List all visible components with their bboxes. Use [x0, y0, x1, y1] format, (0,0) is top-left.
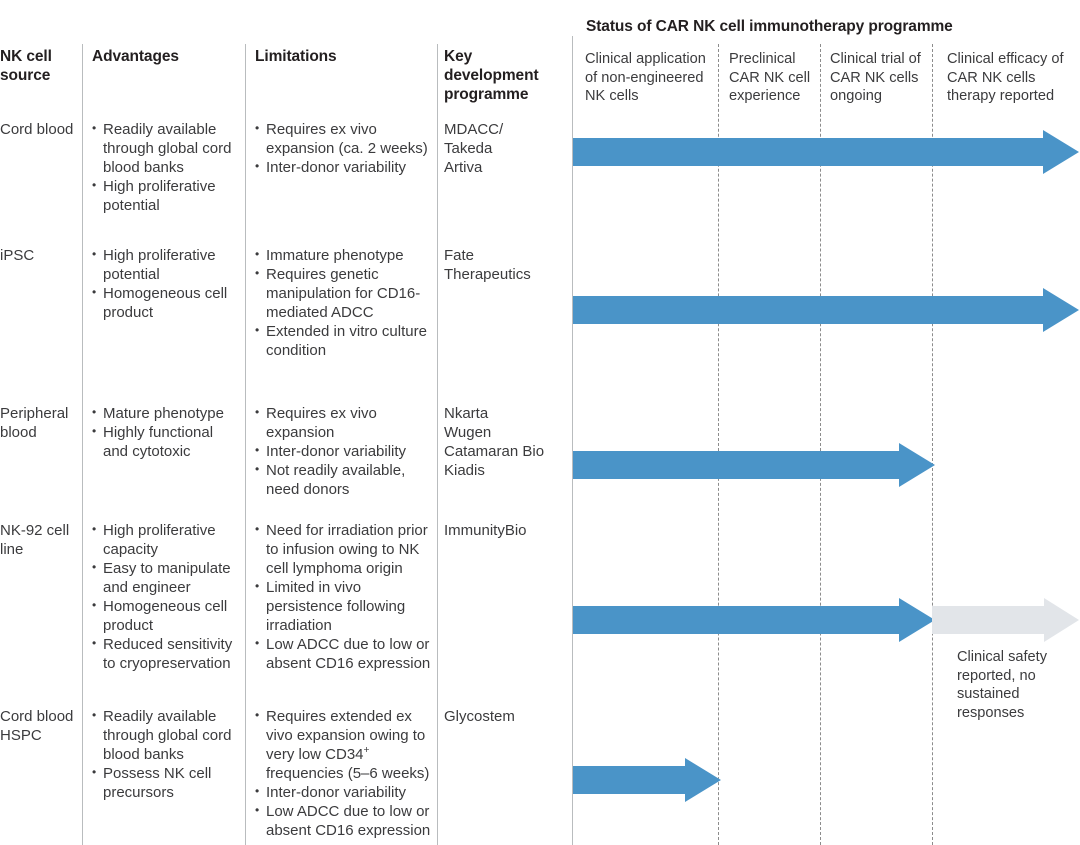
row-programme-cord-blood-hspc: Glycostem [444, 707, 572, 726]
list-item: High proliferative potential [92, 176, 242, 215]
row-source-cord-blood: Cord blood [0, 121, 74, 138]
list-item: Readily available through global cord bl… [92, 706, 247, 764]
list-item: Requires ex vivo expansion (ca. 2 weeks) [255, 119, 435, 158]
list-item: Not readily available, need donors [255, 460, 437, 499]
row-limitations-peripheral-blood: Requires ex vivo expansion Inter-donor v… [255, 403, 437, 499]
column-divider-1 [82, 44, 83, 845]
list-item: Possess NK cell precursors [92, 763, 247, 802]
limitation-text-cd34: Requires extended ex vivo expansion owin… [266, 708, 430, 782]
programme-line: Catamaran Bio [444, 443, 545, 460]
programme-line: Therapeutics [444, 266, 531, 283]
programme-line: Nkarta [444, 405, 489, 422]
row-source-ipsc: iPSC [0, 247, 35, 264]
list-item: Requires extended ex vivo expansion owin… [255, 706, 439, 783]
row-advantages-nk92: High proliferative capacity Easy to mani… [92, 520, 244, 673]
row-limitations-cord-blood-hspc: Requires extended ex vivo expansion owin… [255, 706, 439, 840]
row-advantages-peripheral-blood: Mature phenotype Highly functional and c… [92, 403, 242, 461]
programme-line: Glycostem [444, 708, 515, 725]
status-panel: Status of CAR NK cell immunotherapy prog… [572, 0, 1080, 845]
row-source-peripheral-blood: Peripheral blood [0, 405, 69, 441]
stage-divider-1 [718, 44, 719, 845]
row-limitations-ipsc: Immature phenotype Requires genetic mani… [255, 245, 437, 360]
row-source-nk92: NK-92 cell line [0, 522, 70, 558]
programme-line: Fate [444, 247, 475, 264]
status-annotation-nk92: Clinical safety reported, no sustained r… [957, 649, 1048, 721]
row-advantages-cord-blood: Readily available through global cord bl… [92, 119, 242, 215]
list-item: Need for irradiation prior to infusion o… [255, 520, 437, 578]
programme-line: Takeda [444, 140, 493, 157]
list-item: High proliferative potential [92, 245, 242, 284]
list-item: Requires genetic manipulation for CD16-m… [255, 264, 437, 322]
row-programme-peripheral-blood: Nkarta Wugen Catamaran Bio Kiadis [444, 404, 572, 480]
panel-left-rule [572, 36, 573, 845]
list-item: Limited in vivo persistence following ir… [255, 577, 437, 635]
row-programme-ipsc: Fate Therapeutics [444, 246, 570, 284]
list-item: Mature phenotype [92, 403, 242, 423]
column-divider-3 [437, 44, 438, 845]
list-item: Requires ex vivo expansion [255, 403, 437, 442]
list-item: Low ADCC due to low or absent CD16 expre… [255, 801, 439, 840]
stage-divider-3 [932, 44, 933, 845]
programme-line: MDACC/ [444, 121, 504, 138]
column-header-advantages: Advantages [92, 48, 179, 65]
stage-divider-2 [820, 44, 821, 845]
list-item: Inter-donor variability [255, 782, 439, 802]
list-item: Inter-donor variability [255, 441, 437, 461]
stage-header-clinical-trial-ongoing: Clinical trial of CAR NK cells ongoing [830, 51, 921, 104]
row-limitations-nk92: Need for irradiation prior to infusion o… [255, 520, 437, 673]
row-programme-nk92: ImmunityBio [444, 521, 572, 540]
stage-header-clinical-application: Clinical application of non-engineered N… [585, 51, 706, 104]
list-item: Easy to manipulate and engineer [92, 558, 244, 597]
row-advantages-cord-blood-hspc: Readily available through global cord bl… [92, 706, 247, 802]
row-programme-cord-blood: MDACC/ Takeda Artiva [444, 120, 570, 177]
column-header-nk-cell-source: NK cell source [0, 48, 52, 84]
column-divider-2 [245, 44, 246, 845]
comparison-table: NK cell source Advantages Limitations Ke… [0, 0, 572, 845]
column-header-key-development: Key development programme [444, 48, 539, 103]
row-source-cord-blood-hspc: Cord blood HSPC [0, 708, 74, 744]
progress-arrow-cord-blood-hspc [573, 758, 721, 802]
list-item: Homogeneous cell product [92, 283, 242, 322]
status-panel-title: Status of CAR NK cell immunotherapy prog… [586, 18, 953, 35]
progress-arrow-ipsc [573, 288, 1079, 332]
list-item: High proliferative capacity [92, 520, 244, 559]
list-item: Low ADCC due to low or absent CD16 expre… [255, 634, 437, 673]
progress-arrow-cord-blood [573, 130, 1079, 174]
column-header-limitations: Limitations [255, 48, 337, 65]
list-item: Readily available through global cord bl… [92, 119, 242, 177]
programme-line: Kiadis [444, 462, 485, 479]
list-item: Extended in vitro culture condition [255, 321, 437, 360]
row-limitations-cord-blood: Requires ex vivo expansion (ca. 2 weeks)… [255, 119, 435, 177]
progress-arrow-nk92-extension [932, 598, 1079, 642]
progress-arrow-nk92 [573, 598, 935, 642]
progress-arrow-peripheral-blood [573, 443, 935, 487]
list-item: Inter-donor variability [255, 157, 435, 177]
programme-line: ImmunityBio [444, 522, 527, 539]
programme-line: Artiva [444, 159, 483, 176]
list-item: Reduced sensitivity to cryopreservation [92, 634, 244, 673]
list-item: Immature phenotype [255, 245, 437, 265]
list-item: Homogeneous cell product [92, 596, 244, 635]
programme-line: Wugen [444, 424, 492, 441]
list-item: Highly functional and cytotoxic [92, 422, 242, 461]
stage-header-clinical-efficacy: Clinical efficacy of CAR NK cells therap… [947, 51, 1064, 104]
stage-header-preclinical-experience: Preclinical CAR NK cell experience [729, 51, 811, 104]
row-advantages-ipsc: High proliferative potential Homogeneous… [92, 245, 242, 322]
